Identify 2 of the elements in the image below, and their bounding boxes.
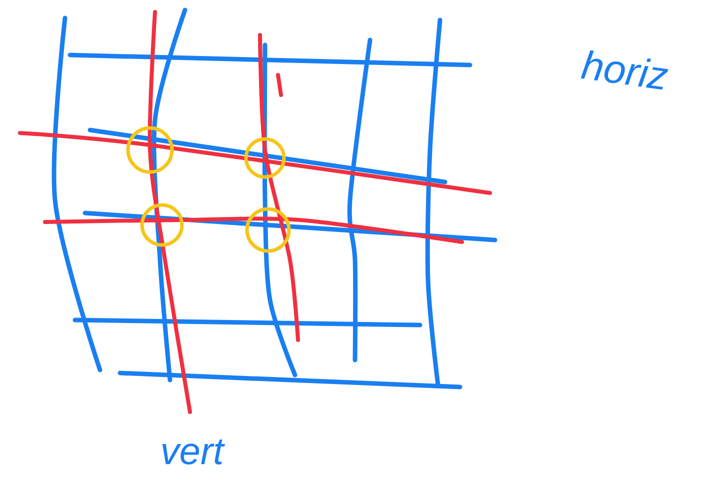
handwritten-label: vert [162, 440, 225, 464]
handwritten-label: horiz [580, 50, 668, 90]
